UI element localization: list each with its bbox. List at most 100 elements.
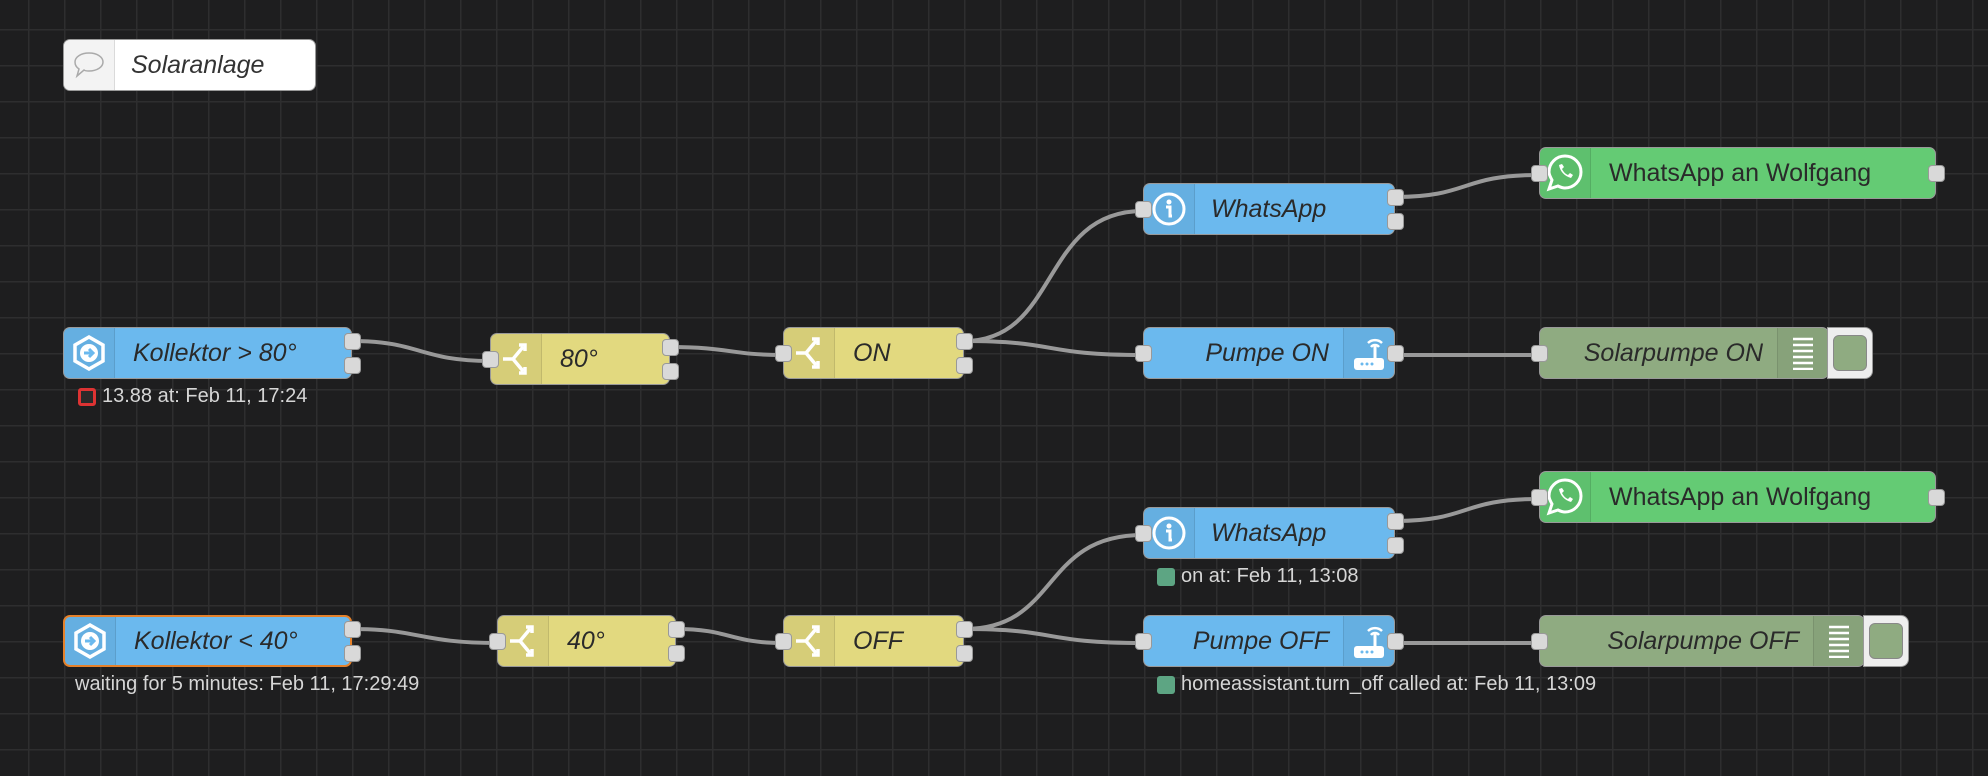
node-label: Pumpe ON	[1205, 338, 1329, 367]
switch-icon	[491, 334, 542, 384]
notify-node-whatsapp[interactable]: WhatsApp	[1143, 507, 1395, 559]
switch-node-off[interactable]: OFF	[783, 615, 964, 667]
node-label: WhatsApp	[1211, 518, 1327, 547]
input-port[interactable]	[775, 345, 792, 362]
whatsapp-node-wolfgang[interactable]: WhatsApp an Wolfgang	[1539, 471, 1936, 523]
output-port[interactable]	[1928, 489, 1945, 506]
input-port[interactable]	[1135, 345, 1152, 362]
input-port[interactable]	[1531, 165, 1548, 182]
service-node-pumpe-on[interactable]: Pumpe ON	[1143, 327, 1395, 379]
status-dot-icon	[1157, 567, 1175, 586]
output-port[interactable]	[956, 333, 973, 350]
node-status: on at: Feb 11, 13:08	[1157, 565, 1359, 588]
trigger-node-kollektor-40[interactable]: Kollektor < 40°	[63, 615, 352, 667]
status-dot-icon	[78, 387, 96, 406]
output-port[interactable]	[1387, 513, 1404, 530]
input-port[interactable]	[1531, 345, 1548, 362]
debug-toggle-button[interactable]	[1863, 615, 1909, 667]
switch-node-on[interactable]: ON	[783, 327, 964, 379]
node-label: Kollektor > 80°	[133, 338, 297, 367]
status-text: waiting for 5 minutes: Feb 11, 17:29:49	[75, 673, 420, 695]
info-icon	[1144, 184, 1195, 234]
output-port[interactable]	[344, 645, 361, 662]
wire	[963, 339, 1144, 357]
service-node-pumpe-off[interactable]: Pumpe OFF	[1143, 615, 1395, 667]
wire	[351, 339, 491, 363]
output-port[interactable]	[344, 333, 361, 350]
router-icon	[1343, 616, 1394, 666]
wire	[675, 627, 784, 645]
output-port[interactable]	[956, 621, 973, 638]
notify-node-whatsapp[interactable]: WhatsApp	[1143, 183, 1395, 235]
whatsapp-icon	[1540, 472, 1591, 522]
status-text: on at: Feb 11, 13:08	[1181, 565, 1359, 587]
debug-node-solarpumpe-on[interactable]: Solarpumpe ON	[1539, 327, 1829, 379]
node-status: 13.88 at: Feb 11, 17:24	[78, 385, 307, 408]
switch-node-80[interactable]: 80°	[490, 333, 670, 385]
output-port[interactable]	[1387, 345, 1404, 362]
node-label: OFF	[853, 626, 903, 655]
input-port[interactable]	[1531, 633, 1548, 650]
router-icon	[1343, 328, 1394, 378]
status-dot-icon	[1157, 675, 1175, 694]
wire	[963, 209, 1144, 343]
status-text: homeassistant.turn_off called at: Feb 11…	[1181, 673, 1597, 695]
trigger-state-icon	[65, 617, 116, 665]
debug-list-icon	[1777, 328, 1828, 378]
output-port[interactable]	[1928, 165, 1945, 182]
output-port[interactable]	[662, 339, 679, 356]
node-label: WhatsApp an Wolfgang	[1609, 158, 1872, 187]
input-port[interactable]	[1135, 633, 1152, 650]
wire	[1394, 497, 1540, 523]
trigger-state-icon	[64, 328, 115, 378]
input-port[interactable]	[775, 633, 792, 650]
input-port[interactable]	[482, 351, 499, 368]
comment-label: Solaranlage	[131, 50, 265, 79]
comment-icon	[64, 40, 115, 90]
input-port[interactable]	[1135, 201, 1152, 218]
input-port[interactable]	[1135, 525, 1152, 542]
input-port[interactable]	[489, 633, 506, 650]
output-port[interactable]	[1387, 633, 1404, 650]
output-port[interactable]	[956, 357, 973, 374]
node-label: Pumpe OFF	[1192, 626, 1329, 655]
wire	[669, 345, 784, 357]
wire	[963, 533, 1144, 631]
whatsapp-icon	[1540, 148, 1591, 198]
node-label: ON	[853, 338, 891, 367]
node-label: WhatsApp	[1211, 194, 1327, 223]
switch-icon	[784, 328, 835, 378]
wire	[1394, 173, 1540, 199]
output-port[interactable]	[344, 621, 361, 638]
node-status: homeassistant.turn_off called at: Feb 11…	[1157, 673, 1596, 696]
wire	[351, 627, 498, 645]
debug-toggle-button[interactable]	[1827, 327, 1873, 379]
output-port[interactable]	[668, 645, 685, 662]
output-port[interactable]	[662, 363, 679, 380]
node-label: 80°	[560, 344, 598, 373]
comment-node[interactable]: Solaranlage	[63, 39, 316, 91]
node-label: 40°	[567, 626, 605, 655]
output-port[interactable]	[668, 621, 685, 638]
info-icon	[1144, 508, 1195, 558]
node-label: Solarpumpe OFF	[1607, 626, 1799, 655]
output-port[interactable]	[956, 645, 973, 662]
switch-icon	[498, 616, 549, 666]
trigger-node-kollektor-80[interactable]: Kollektor > 80°	[63, 327, 352, 379]
output-port[interactable]	[1387, 189, 1404, 206]
node-label: Kollektor < 40°	[134, 626, 298, 655]
switch-icon	[784, 616, 835, 666]
node-label: Solarpumpe ON	[1583, 338, 1763, 367]
switch-node-40[interactable]: 40°	[497, 615, 676, 667]
output-port[interactable]	[344, 357, 361, 374]
node-label: WhatsApp an Wolfgang	[1609, 482, 1872, 511]
output-port[interactable]	[1387, 213, 1404, 230]
whatsapp-node-wolfgang[interactable]: WhatsApp an Wolfgang	[1539, 147, 1936, 199]
status-text: 13.88 at: Feb 11, 17:24	[102, 385, 308, 407]
input-port[interactable]	[1531, 489, 1548, 506]
wire	[963, 627, 1144, 645]
node-status: waiting for 5 minutes: Feb 11, 17:29:49	[75, 673, 419, 696]
output-port[interactable]	[1387, 537, 1404, 554]
debug-node-solarpumpe-off[interactable]: Solarpumpe OFF	[1539, 615, 1865, 667]
